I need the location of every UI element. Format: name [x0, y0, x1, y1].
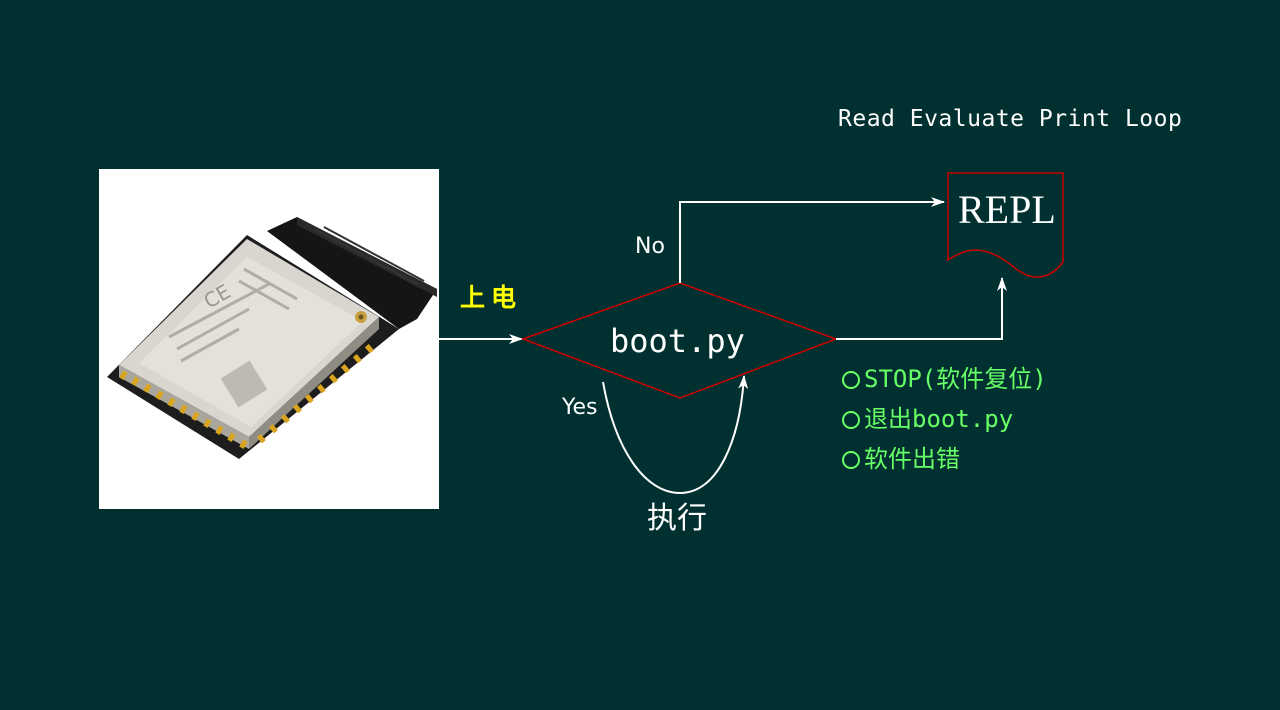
power-on-label: 上电 — [460, 283, 523, 312]
condition-item: 退出boot.py — [842, 405, 1047, 445]
repl-fullname-text: Read Evaluate Print Loop — [838, 106, 1183, 132]
no-arrow — [679, 197, 945, 283]
circle-bullet-icon — [842, 451, 860, 469]
condition-item: 软件出错 — [842, 445, 1047, 485]
repl-document-shape — [947, 172, 1064, 278]
esp32-module-image: CE — [99, 169, 439, 509]
yes-branch-label: Yes — [562, 395, 598, 420]
circle-bullet-icon — [842, 411, 860, 429]
execute-label: 执行 — [647, 501, 707, 536]
condition-text: STOP(软件复位) — [864, 365, 1047, 393]
exit-arrow — [836, 277, 1007, 340]
condition-text: 软件出错 — [864, 445, 960, 473]
esp32-module-icon: CE — [107, 217, 437, 459]
repl-condition-list: STOP(软件复位) 退出boot.py 软件出错 — [842, 365, 1047, 485]
decision-label: boot.py — [610, 322, 745, 360]
yes-loop-arrow — [602, 375, 749, 495]
condition-text: 退出boot.py — [864, 405, 1014, 433]
no-branch-label: No — [635, 234, 665, 259]
circle-bullet-icon — [842, 371, 860, 389]
repl-label: REPL — [958, 187, 1056, 232]
condition-item: STOP(软件复位) — [842, 365, 1047, 405]
